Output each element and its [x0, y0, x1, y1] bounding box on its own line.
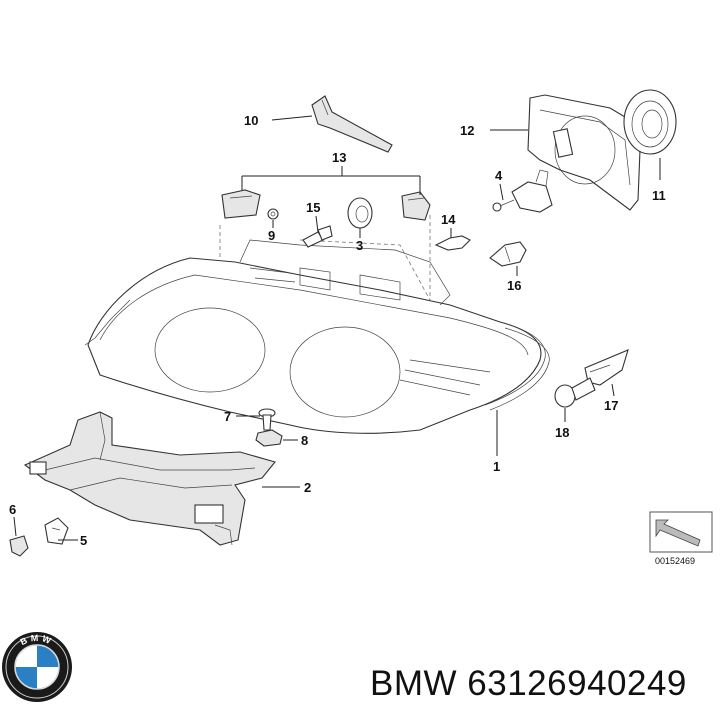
- callout-10: 10: [244, 113, 258, 128]
- cap-11: [623, 89, 677, 155]
- bulb-4: [492, 169, 553, 213]
- clip-6: [9, 535, 29, 557]
- direction-arrow-icon: [655, 519, 701, 547]
- clip-5: [44, 517, 69, 545]
- leader-lines: [13, 115, 661, 541]
- brand-part-number: BMW 63126940249: [370, 664, 687, 704]
- callout-18: 18: [555, 425, 569, 440]
- callout-16: 16: [507, 278, 521, 293]
- reference-code: 00152469: [655, 556, 695, 566]
- callout-7: 7: [224, 409, 231, 424]
- logo-letters: BMW: [19, 633, 52, 647]
- clip-10: [311, 95, 393, 153]
- bulb-14: [434, 235, 471, 251]
- callout-6: 6: [9, 502, 16, 517]
- callout-11: 11: [652, 188, 666, 203]
- callout-9: 9: [268, 228, 275, 243]
- callout-14: 14: [441, 212, 456, 227]
- callout-3: 3: [356, 238, 363, 253]
- lower-bracket: [23, 411, 276, 546]
- callout-15: 15: [306, 200, 320, 215]
- svg-text:BMW: BMW: [19, 633, 55, 647]
- callout-8: 8: [301, 433, 308, 448]
- callout-5: 5: [80, 533, 87, 548]
- part-number: 63126940249: [467, 664, 687, 703]
- callout-1: 1: [493, 459, 500, 474]
- bulb-18: [554, 377, 596, 408]
- brand-name: BMW: [370, 664, 458, 703]
- bulb-15: [302, 225, 333, 248]
- socket-17: [584, 349, 629, 386]
- callout-labels: 10 12 13 4 11 15 9 3 14 16 7 8 17 18 1 2…: [9, 113, 666, 548]
- washer-9: [267, 208, 279, 220]
- callout-12: 12: [460, 123, 474, 138]
- nut-8: [255, 429, 283, 447]
- reference-box: 00152469: [649, 511, 713, 566]
- callout-17: 17: [604, 398, 618, 413]
- clip-3: [347, 197, 373, 229]
- callout-13: 13: [332, 150, 346, 165]
- brackets-13: [221, 189, 431, 221]
- cover-12: [527, 94, 641, 211]
- bmw-roundel-icon: BMW: [2, 632, 72, 702]
- bulb-16: [489, 241, 527, 267]
- callout-4: 4: [495, 168, 503, 183]
- callout-2: 2: [304, 480, 311, 495]
- screw-7: [258, 408, 276, 431]
- headlight-housing: [84, 215, 550, 434]
